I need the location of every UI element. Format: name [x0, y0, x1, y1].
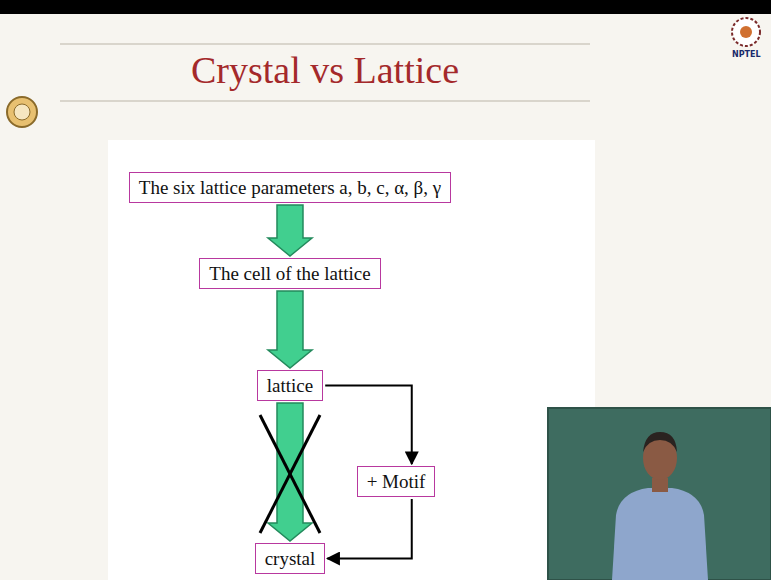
logo-label: NPTEL: [732, 50, 761, 60]
logo-ring: [7, 97, 37, 127]
flow-line: [325, 386, 412, 465]
process-box: The cell of the lattice: [199, 258, 380, 289]
process-box: lattice: [257, 370, 323, 401]
process-box: crystal: [255, 543, 326, 574]
box-text: crystal: [265, 546, 316, 571]
cross-stroke: [260, 415, 320, 533]
nptel-logo: [732, 18, 760, 46]
box-text: lattice: [267, 373, 313, 398]
institute-logo: [7, 97, 37, 127]
top-bar: [0, 0, 771, 14]
block-arrow: [268, 291, 312, 368]
rule-line: [60, 100, 590, 102]
presenter-shirt: [612, 488, 708, 580]
slide-title: Crystal vs Lattice: [60, 50, 590, 90]
box-text: + Motif: [367, 469, 426, 494]
logo-core: [740, 26, 752, 38]
process-box: The six lattice parameters a, b, c, α, β…: [129, 172, 451, 203]
logo-core: [14, 104, 30, 120]
cross-stroke: [260, 415, 320, 533]
chalkboard: [548, 408, 771, 580]
flow-line: [327, 499, 411, 559]
process-box: + Motif: [357, 466, 436, 497]
box-text: The cell of the lattice: [209, 261, 370, 286]
presenter-hair: [643, 432, 677, 452]
box-text: The six lattice parameters a, b, c, α, β…: [139, 175, 441, 200]
content-panel: [108, 140, 595, 580]
rule-line: [60, 43, 590, 45]
presenter-video: [548, 408, 771, 580]
block-arrow: [268, 403, 312, 541]
video-frame: [548, 408, 771, 580]
presenter-neck: [652, 478, 668, 492]
cross-mark: [260, 415, 320, 533]
logo-gear: [732, 18, 760, 46]
block-arrow: [268, 205, 312, 256]
